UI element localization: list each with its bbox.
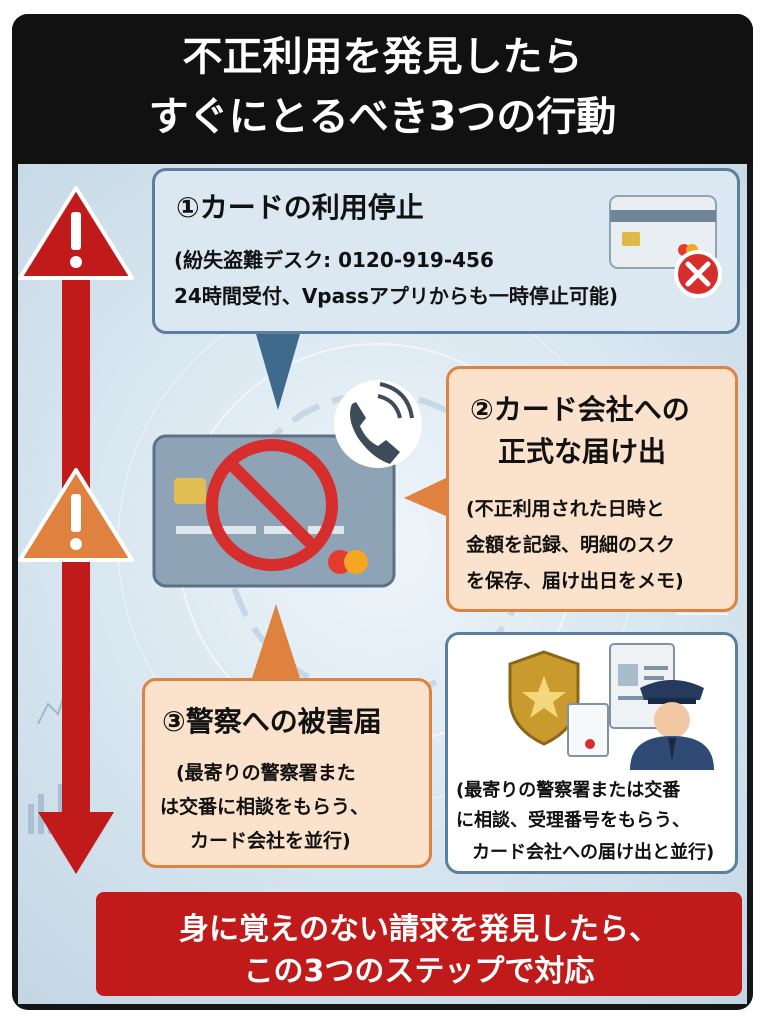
step2-box (446, 366, 738, 612)
footer-banner: 身に覚えのない請求を発見したら、 この3つのステップで対応 (96, 892, 742, 996)
step3-desc-line3: カード会社を並行) (190, 830, 351, 852)
step3-desc-line1: (最寄りの警察署また (176, 762, 356, 784)
footer-line2: この3つのステップで対応 (243, 954, 595, 989)
step3-box (142, 678, 432, 868)
step1-desc-line1: (紛失盗難デスク: 0120-919-456 (174, 248, 494, 272)
header-title-line1: 不正利用を発見したら (182, 34, 583, 80)
step2-title-line1: ②カード会社への (470, 393, 690, 426)
step3-desc-line2: は交番に相談をもらう、 (160, 796, 370, 818)
step2-desc-line2: 金額を記録、明細のスク (466, 534, 676, 556)
step2-desc-line3: を保存、届け出日をメモ) (466, 570, 684, 592)
step2-desc-line1: (不正利用された日時と (466, 498, 665, 520)
step3-title: ③警察への被害届 (162, 705, 382, 738)
header: 不正利用を発見したら すぐにとるべき3つの行動 (12, 14, 753, 164)
header-title-line2: すぐにとるべき3つの行動 (148, 94, 617, 140)
police-note-line3: カード会社への届け出と並行) (472, 842, 715, 863)
police-note-line1: (最寄りの警察署または交番 (456, 780, 681, 801)
step2-title-line2: 正式な届け出 (498, 435, 667, 468)
footer-line1: 身に覚えのない請求を発見したら、 (179, 912, 659, 947)
police-note-line2: に相談、受理番号をもらう、 (456, 810, 690, 831)
step1-desc-line2: 24時間受付、Vpassアプリからも一時停止可能) (174, 284, 619, 308)
step1-title: ①カードの利用停止 (176, 191, 424, 224)
